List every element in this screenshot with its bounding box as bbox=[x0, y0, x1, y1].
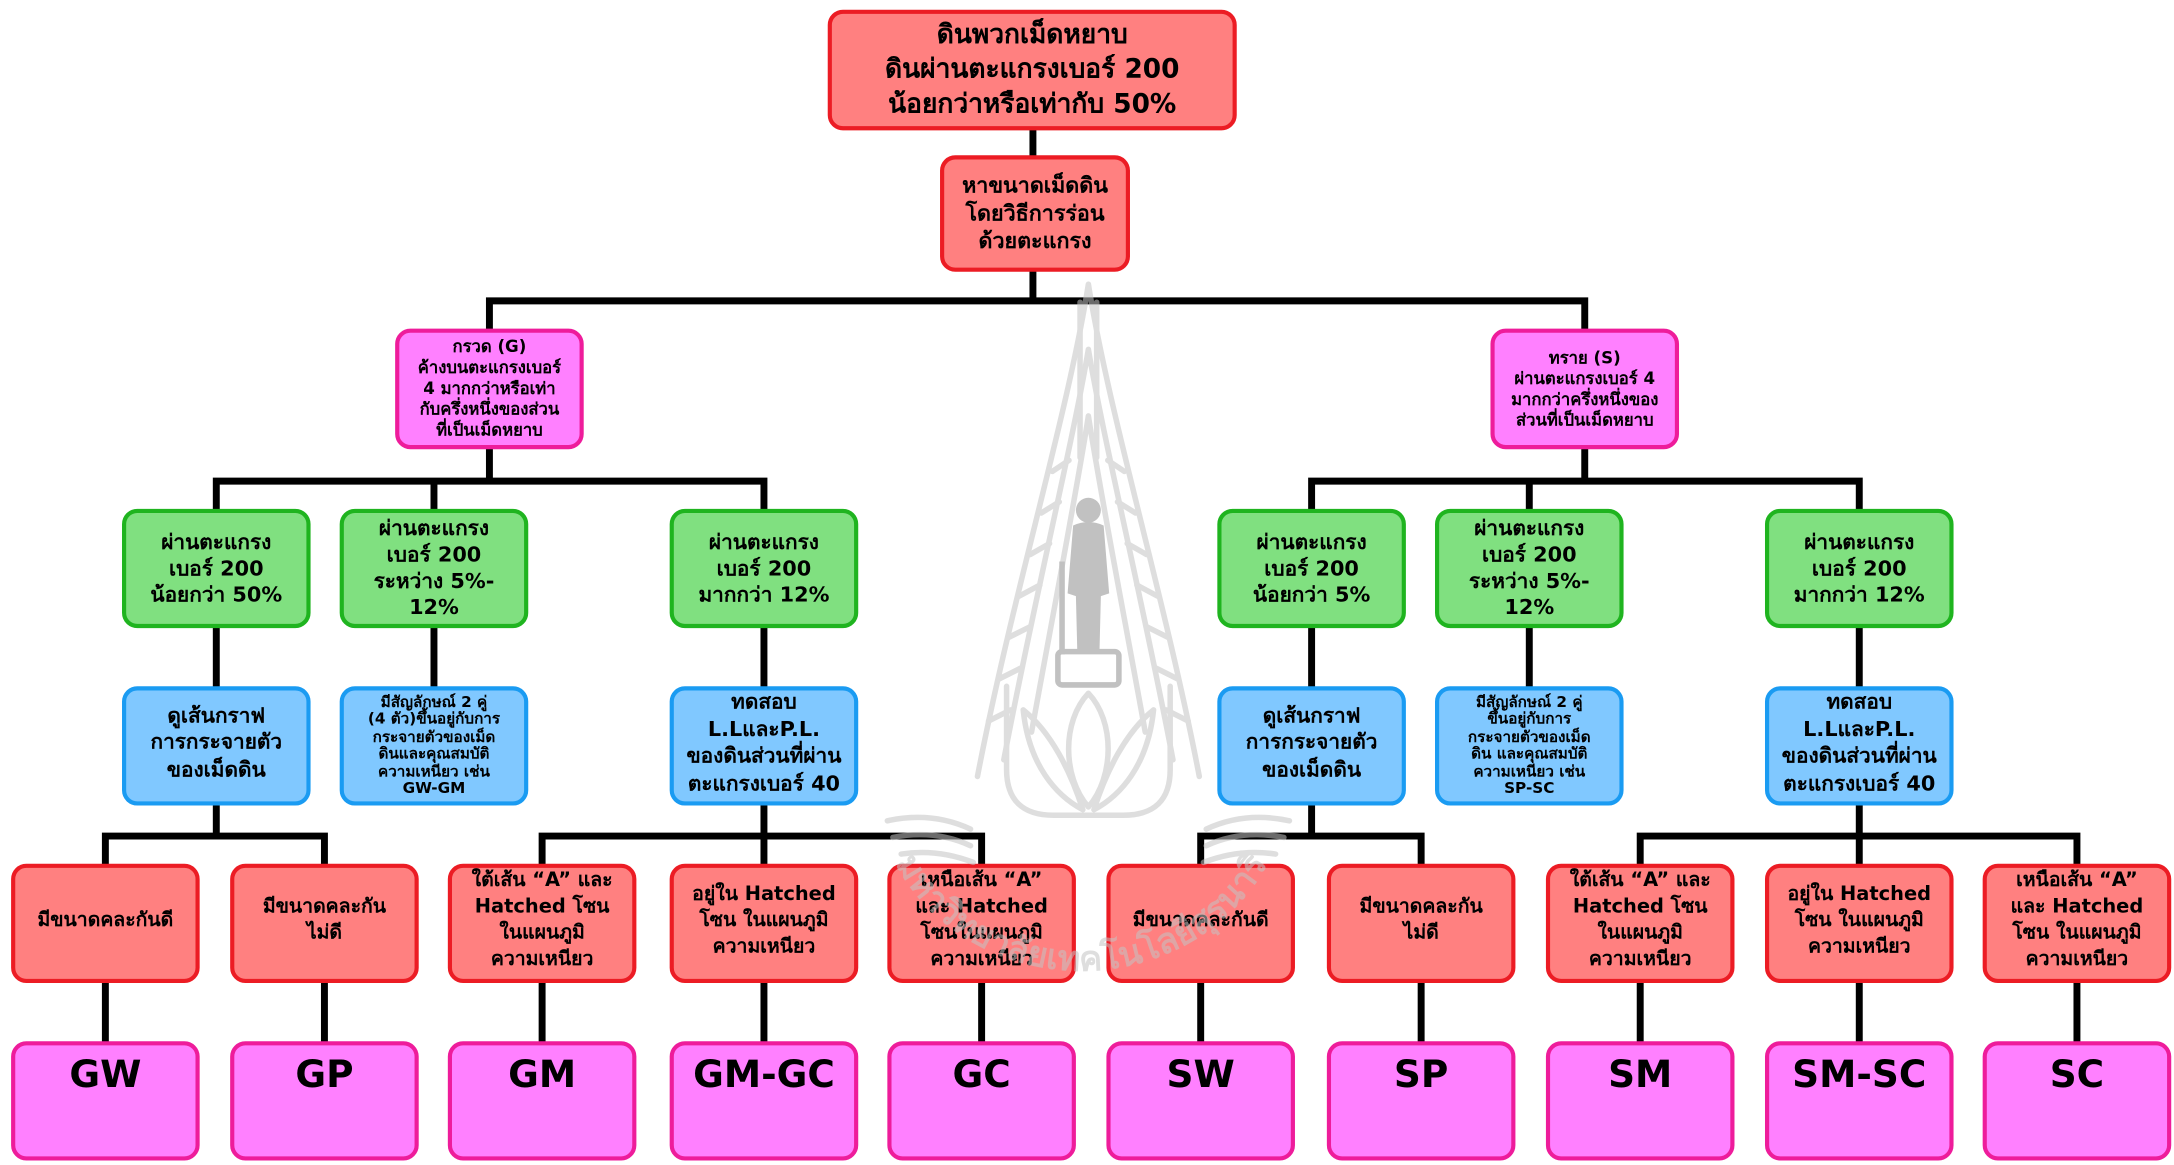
symbol-sm: SM bbox=[1545, 1041, 1735, 1161]
connector-fines-to-steps bbox=[212, 624, 1863, 690]
gravel-above-a-line-node: เหนือเส้น “A” และ Hatched โซนในแผนภูมิ ค… bbox=[887, 863, 1076, 984]
gravel-dual-symbol-node: มีสัญลักษณ์ 2 คู่ (4 ตัว)ขึ้นอยู่กับการ … bbox=[339, 686, 529, 806]
symbol-sm-sc: SM-SC bbox=[1764, 1041, 1954, 1161]
symbol-sp: SP bbox=[1326, 1041, 1516, 1161]
gravel-gradation-curve-node: ดูเส้นกราฟ การกระจายตัว ของเม็ดดิน bbox=[122, 686, 311, 806]
sieve-analysis-node: หาขนาดเม็ดดิน โดยวิธีการร่อน ด้วยตะแกรง bbox=[940, 155, 1130, 272]
sand-fines-gt-12-node: ผ่านตะแกรง เบอร์ 200 มากกว่า 12% bbox=[1764, 508, 1954, 629]
gravel-poorly-graded-node: มีขนาดคละกัน ไม่ดี bbox=[230, 863, 419, 984]
gravel-atterberg-test-node: ทดสอบ L.LและP.L. ของดินส่วนที่ผ่าน ตะแกร… bbox=[669, 686, 859, 806]
sand-fines-lt-5-node: ผ่านตะแกรง เบอร์ 200 น้อยกว่า 5% bbox=[1217, 508, 1406, 629]
symbol-sw: SW bbox=[1106, 1041, 1295, 1161]
symbol-gw: GW bbox=[11, 1041, 200, 1161]
gravel-category-node: กรวด (G) ค้างบนตะแกรงเบอร์ 4 มากกว่าหรือ… bbox=[395, 328, 584, 450]
connector-sand-to-fines bbox=[1308, 445, 1863, 513]
symbol-gm-gc: GM-GC bbox=[669, 1041, 859, 1161]
sand-atterberg-test-node: ทดสอบ L.LและP.L. ของดินส่วนที่ผ่าน ตะแกร… bbox=[1764, 686, 1954, 806]
sand-gradation-curve-node: ดูเส้นกราฟ การกระจายตัว ของเม็ดดิน bbox=[1217, 686, 1406, 806]
sand-fines-5-12-node: ผ่านตะแกรง เบอร์ 200 ระหว่าง 5%- 12% bbox=[1435, 508, 1624, 629]
symbol-gm: GM bbox=[447, 1041, 637, 1161]
connector-sand-steps-to-criteria bbox=[1197, 802, 2081, 868]
sand-well-graded-node: มีขนาดคละกันดี bbox=[1106, 863, 1295, 984]
gravel-fines-lt-50-node: ผ่านตะแกรง เบอร์ 200 น้อยกว่า 50% bbox=[122, 508, 311, 629]
sand-above-a-line-node: เหนือเส้น “A” และ Hatched โซน ในแผนภูมิ … bbox=[1982, 863, 2172, 984]
gravel-hatched-zone-node: อยู่ใน Hatched โซน ในแผนภูมิ ความเหนียว bbox=[669, 863, 859, 984]
gravel-fines-5-12-node: ผ่านตะแกรง เบอร์ 200 ระหว่าง 5%- 12% bbox=[339, 508, 529, 629]
sand-poorly-graded-node: มีขนาดคละกัน ไม่ดี bbox=[1326, 863, 1516, 984]
connector-gravel-steps-to-criteria bbox=[101, 802, 986, 868]
root-node-coarse-grained-soil: ดินพวกเม็ดหยาบ ดินผ่านตะแกรงเบอร์ 200 น้… bbox=[827, 9, 1237, 131]
connector-method-to-categories bbox=[485, 268, 1589, 333]
gravel-fines-gt-12-node: ผ่านตะแกรง เบอร์ 200 มากกว่า 12% bbox=[669, 508, 859, 629]
sand-category-node: ทราย (S) ผ่านตะแกรงเบอร์ 4 มากกว่าครึ่งห… bbox=[1490, 328, 1680, 450]
sand-below-a-line-node: ใต้เส้น “A” และ Hatched โซน ในแผนภูมิ คว… bbox=[1545, 863, 1735, 984]
gravel-well-graded-node: มีขนาดคละกันดี bbox=[11, 863, 200, 984]
sand-dual-symbol-node: มีสัญลักษณ์ 2 คู่ ขึ้นอยู่กับการ กระจายต… bbox=[1435, 686, 1624, 806]
symbol-sc: SC bbox=[1982, 1041, 2172, 1161]
sand-hatched-zone-node: อยู่ใน Hatched โซน ในแผนภูมิ ความเหนียว bbox=[1764, 863, 1954, 984]
gravel-below-a-line-node: ใต้เส้น “A” และ Hatched โซน ในแผนภูมิ คว… bbox=[447, 863, 637, 984]
symbol-gc: GC bbox=[887, 1041, 1076, 1161]
connector-gravel-to-fines bbox=[212, 445, 768, 513]
symbol-gp: GP bbox=[230, 1041, 419, 1161]
connector-criteria-to-symbols bbox=[101, 979, 2081, 1045]
